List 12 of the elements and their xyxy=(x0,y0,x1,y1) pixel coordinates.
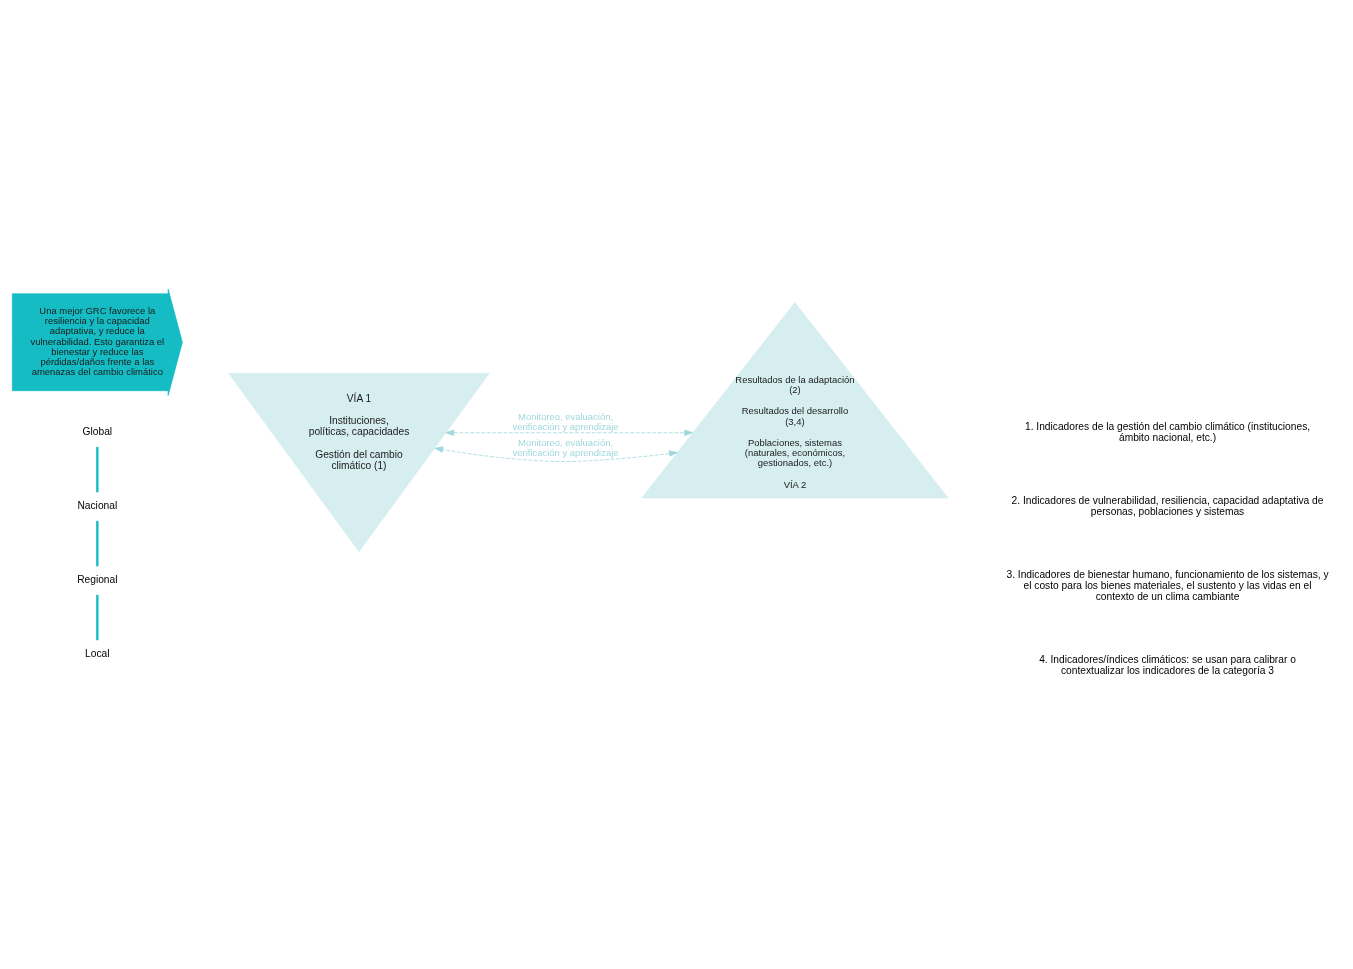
edge-label: Monitoreo, evaluación, verificación y aprendizaje xyxy=(512,436,619,459)
label: 2. Indicadores de vulnerabilidad, resiliencia, capacidad adaptativa de personas, poblaciones y sistemas xyxy=(1011,494,1324,517)
label: 4. Indicadores/índices climáticos: se usan para calibrar o contextualizar los indicadores de la categoría 3 xyxy=(1039,653,1296,676)
label: 1. Indicadores de la gestión del cambio climático (instituciones, ámbito nacional, etc.) xyxy=(1024,420,1311,443)
arrow xyxy=(434,446,678,462)
arrow xyxy=(445,429,693,436)
label: Nacional xyxy=(77,500,118,512)
label: Global xyxy=(82,426,113,438)
label: Regional xyxy=(77,574,118,586)
edge-label: Monitoreo, evaluación, verificación y aprendizaje xyxy=(512,410,619,433)
label: 3. Indicadores de bienestar humano, funcionamiento de los sistemas, y el costo para los bienes materiales, el sustento y las vidas en el contexto de un clima cambiante xyxy=(1006,568,1329,602)
label: Local xyxy=(85,648,110,660)
